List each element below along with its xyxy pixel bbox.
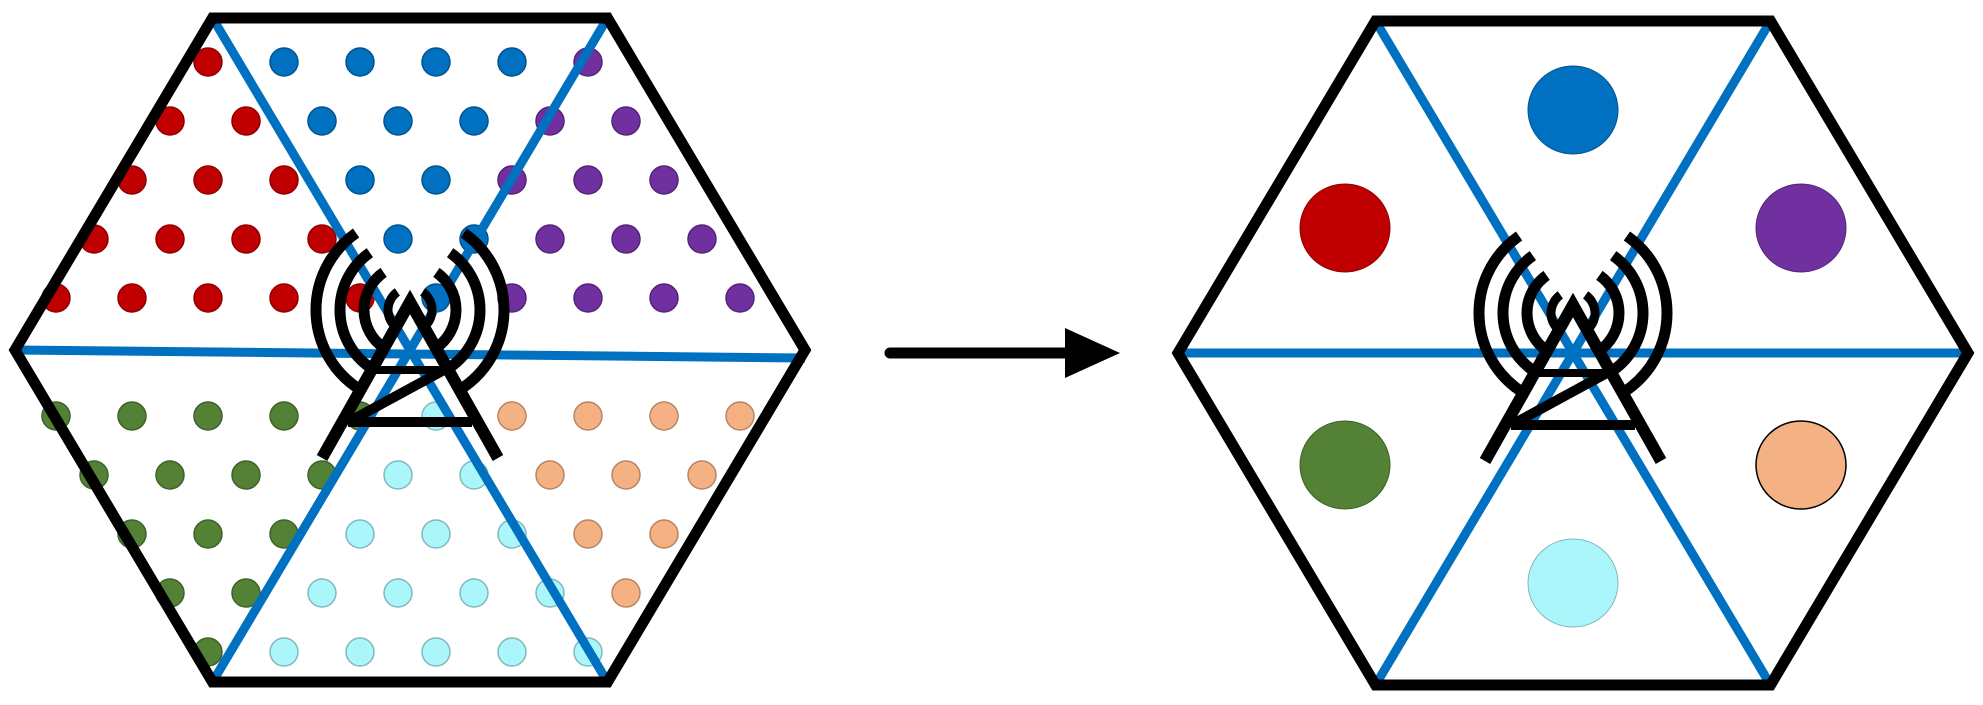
sector-user-cluster-north-east bbox=[1755, 183, 1847, 273]
sector-line bbox=[14, 345, 806, 363]
user-dot-south-east bbox=[725, 401, 755, 431]
user-dot-south-east bbox=[573, 401, 603, 431]
arrow-head bbox=[1065, 328, 1120, 378]
user-dot-south bbox=[269, 637, 299, 667]
user-dot-north-west bbox=[193, 47, 223, 77]
signal-wave-left bbox=[1473, 231, 1523, 395]
signal-wave-right bbox=[446, 248, 486, 372]
user-dot-north bbox=[345, 165, 375, 195]
user-dot-north-east bbox=[687, 224, 717, 254]
user-dot-south-east bbox=[649, 401, 679, 431]
signal-wave-left bbox=[383, 288, 401, 332]
user-dot-south bbox=[421, 519, 451, 549]
signal-wave-left bbox=[334, 248, 374, 372]
user-dot-north-west bbox=[117, 283, 147, 313]
user-dot-north-west bbox=[193, 165, 223, 195]
user-dot-north-east bbox=[649, 283, 679, 313]
user-dot-north-west bbox=[269, 283, 299, 313]
user-dot-north-west bbox=[155, 224, 185, 254]
sector-user-cluster-north bbox=[1527, 65, 1619, 155]
user-dot-south bbox=[345, 519, 375, 549]
user-dot-north-east bbox=[611, 106, 641, 136]
user-dot-north bbox=[459, 106, 489, 136]
user-dot-north-west bbox=[231, 224, 261, 254]
user-dot-north bbox=[421, 47, 451, 77]
user-dot-north-west bbox=[231, 106, 261, 136]
user-dot-south bbox=[307, 578, 337, 608]
hexagon-outline bbox=[1171, 15, 1975, 691]
user-dot-south-west bbox=[117, 401, 147, 431]
user-dot-north-east bbox=[611, 224, 641, 254]
user-dot-north-west bbox=[269, 165, 299, 195]
signal-wave-right bbox=[1623, 231, 1673, 395]
user-dot-south-west bbox=[231, 578, 261, 608]
user-dot-south-west bbox=[193, 401, 223, 431]
user-dot-south-east bbox=[687, 460, 717, 490]
user-dot-south bbox=[497, 637, 527, 667]
signal-wave-right bbox=[1582, 291, 1600, 335]
user-dot-south bbox=[421, 637, 451, 667]
signal-wave-left bbox=[1497, 251, 1537, 375]
user-dot-south-west bbox=[231, 460, 261, 490]
sector-user-cluster-north-west bbox=[1299, 183, 1391, 273]
user-dot-north-east bbox=[535, 224, 565, 254]
user-dot-north bbox=[421, 165, 451, 195]
signal-wave-right bbox=[433, 267, 462, 353]
user-dot-south bbox=[383, 578, 413, 608]
user-dot-north-east bbox=[649, 165, 679, 195]
signal-wave-left bbox=[310, 228, 360, 392]
user-dot-north-east bbox=[725, 283, 755, 313]
user-dot-south-east bbox=[611, 460, 641, 490]
antenna-diagonal-bar bbox=[1512, 368, 1610, 428]
user-dot-north bbox=[383, 224, 413, 254]
user-dot-south-west bbox=[193, 519, 223, 549]
hexagon-outline bbox=[8, 12, 812, 688]
antenna-tower-legs bbox=[1479, 292, 1667, 464]
user-dot-north-east bbox=[573, 283, 603, 313]
user-dot-south-west bbox=[155, 460, 185, 490]
antenna-tower-icon bbox=[310, 228, 510, 461]
signal-wave-left bbox=[1521, 270, 1550, 356]
user-dot-south bbox=[383, 460, 413, 490]
sector-user-cluster-south-east bbox=[1755, 420, 1847, 510]
antenna-diagonal-bar bbox=[349, 365, 447, 425]
user-dot-north bbox=[345, 47, 375, 77]
signal-wave-right bbox=[460, 228, 510, 392]
user-dot-south-east bbox=[535, 460, 565, 490]
sector-user-cluster-south-west bbox=[1299, 420, 1391, 510]
user-dot-north-east bbox=[573, 165, 603, 195]
signal-wave-left bbox=[1546, 291, 1564, 335]
user-dot-south-east bbox=[497, 401, 527, 431]
left-hexagon-panel bbox=[8, 12, 812, 688]
signal-wave-right bbox=[1609, 251, 1649, 375]
antenna-tower-icon bbox=[1473, 231, 1673, 464]
user-dot-north bbox=[269, 47, 299, 77]
user-dot-south-east bbox=[573, 519, 603, 549]
signal-wave-right bbox=[419, 288, 437, 332]
user-dot-north-west bbox=[307, 224, 337, 254]
user-dot-south-east bbox=[611, 578, 641, 608]
user-dot-south bbox=[345, 637, 375, 667]
signal-wave-left bbox=[358, 267, 387, 353]
user-dot-south-west bbox=[269, 401, 299, 431]
user-dot-south-east bbox=[649, 519, 679, 549]
user-dot-north bbox=[497, 47, 527, 77]
user-dot-north bbox=[307, 106, 337, 136]
antenna-tower-legs bbox=[316, 289, 504, 461]
user-dot-north bbox=[383, 106, 413, 136]
right-hexagon-panel bbox=[1171, 15, 1975, 691]
user-dot-south bbox=[459, 578, 489, 608]
user-dot-north-west bbox=[193, 283, 223, 313]
signal-wave-right bbox=[1596, 270, 1625, 356]
sector-user-cluster-south bbox=[1527, 538, 1619, 628]
right-arrow-icon bbox=[884, 328, 1120, 378]
